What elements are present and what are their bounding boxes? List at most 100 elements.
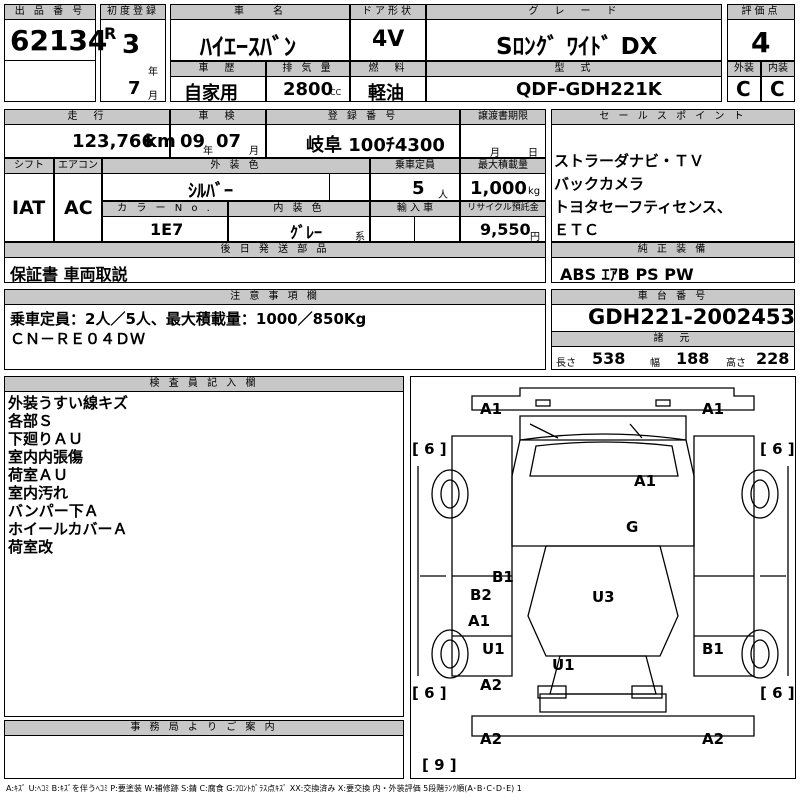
color-no: 1E7 <box>150 220 184 239</box>
damage-u1-left: U1 <box>482 640 505 658</box>
car-name-header: 車 名 <box>170 4 350 20</box>
capacity-unit: 人 <box>438 190 448 201</box>
int-color: ｸﾞﾚｰ <box>290 223 323 242</box>
capacity-cell <box>370 173 460 201</box>
color-no-cell <box>102 216 228 242</box>
tire-depth-spare: [ 9 ] <box>422 756 457 774</box>
sales-points-cell <box>551 124 795 242</box>
rear-bumper-shape <box>539 693 667 713</box>
exterior-header: 外装 <box>727 61 761 77</box>
lot-blank-cell <box>4 60 96 102</box>
car-name: ﾊｲｴｰｽﾊﾞﾝ <box>200 33 296 61</box>
ac-cell <box>54 173 102 242</box>
windshield-shape <box>529 441 679 477</box>
displacement-cell <box>266 76 350 102</box>
recycle-cell <box>460 216 546 242</box>
history-cell <box>170 76 266 102</box>
damage-a1-front-right: A1 <box>702 400 724 418</box>
exterior-grade: C <box>736 77 751 101</box>
car-damage-diagram: A1 A1 [ 6 ] [ 6 ] A1 G B1 B2 U3 A1 U1 B1… <box>412 387 795 774</box>
door-type: 4V <box>372 27 405 52</box>
inspection-header: 車 検 <box>170 109 266 125</box>
chassis-header: 車 台 番 号 <box>551 289 795 305</box>
notes-cell <box>4 304 546 370</box>
interior-grade: C <box>770 77 785 101</box>
damage-diagram-frame <box>410 376 796 779</box>
color-no-header: カ ラ ー N o . <box>102 201 228 217</box>
office-header: 事 務 局 よ り ご 案 内 <box>4 720 404 736</box>
ac-header: エアコン <box>54 158 102 174</box>
wheel-rl <box>431 629 469 679</box>
recycle-fee: 9,550 <box>480 220 531 239</box>
model: QDF-GDH221K <box>516 79 662 100</box>
ext-color-header: 外 装 色 <box>102 158 370 174</box>
history-header: 車 歴 <box>170 61 266 77</box>
kg-unit: kg <box>528 186 541 197</box>
ext-color: ｼﾙﾊﾞｰ <box>188 181 233 202</box>
later-parts-cell <box>4 257 546 283</box>
fuel-header: 燃 料 <box>350 61 426 77</box>
lot-number: 62134 <box>10 24 108 57</box>
shift-cell <box>4 173 54 242</box>
damage-u3: U3 <box>592 588 615 606</box>
reg-number: 岐阜 100ﾁ4300 <box>306 135 445 156</box>
displacement: 2800 <box>283 79 334 100</box>
inspection-cell <box>170 124 266 158</box>
outer-side-lines <box>417 466 789 676</box>
notes-header: 注 意 事 項 欄 <box>4 289 546 305</box>
displacement-header: 排 気 量 <box>266 61 350 77</box>
inspection-month: 07 <box>216 131 242 152</box>
damage-a1-roof: A1 <box>634 472 656 490</box>
wheel-fr-inner <box>750 479 770 509</box>
lot-number-header: 出 品 番 号 <box>4 4 96 20</box>
fuel: 軽油 <box>368 83 404 104</box>
length-label: 長さ <box>556 358 576 369</box>
inspection-year-unit: 年 <box>203 146 213 157</box>
later-parts: 保証書 車両取説 <box>10 265 128 284</box>
score-header: 評価点 <box>727 4 795 20</box>
wheel-rl-inner <box>440 639 460 669</box>
import-cell-b <box>414 216 460 242</box>
wheel-rr <box>741 629 779 679</box>
inspection-month-unit: 月 <box>249 146 259 157</box>
sales-points: ストラーダナビ・ＴＶ バックカメラ トヨタセーフティセンス、 ＥＴＣ <box>554 152 732 239</box>
int-color-cell <box>228 216 370 242</box>
rear-lamp-l <box>537 685 567 699</box>
inspector-cell <box>4 391 404 717</box>
mileage-header: 走 行 <box>4 109 170 125</box>
left-side-shape <box>451 435 513 677</box>
body-center-shape <box>527 545 679 657</box>
damage-b1-right: B1 <box>702 640 724 658</box>
inspector-header: 検 査 員 記 入 欄 <box>4 376 404 392</box>
interior-cell <box>761 76 795 102</box>
damage-a1-front-left: A1 <box>480 400 502 418</box>
fuel-cell <box>350 76 426 102</box>
score-cell <box>727 19 795 61</box>
grade-cell <box>426 19 722 61</box>
shift: IAT <box>12 197 46 219</box>
recycle-header: リサイクル預託金 <box>460 201 546 217</box>
wheel-fr <box>741 469 779 519</box>
damage-a2-left: A2 <box>480 676 502 694</box>
mileage: 123,766 <box>72 131 154 152</box>
dimensions-cell <box>551 346 795 370</box>
height-label: 高さ <box>726 358 746 369</box>
reg-month: 7 <box>128 78 141 99</box>
later-parts-header: 後 日 発 送 部 品 <box>4 242 546 258</box>
door-cell <box>350 19 426 61</box>
tire-depth-front-right: [ 6 ] <box>760 440 795 458</box>
grade-header: グ レ ー ド <box>426 4 722 20</box>
transfer-month-unit: 月 <box>490 148 500 159</box>
cc-unit: CC <box>330 88 342 97</box>
max-load: 1,000 <box>470 178 527 199</box>
interior-header: 内装 <box>761 61 795 77</box>
door-lines <box>452 575 754 637</box>
import-header: 輸 入 車 <box>370 201 460 217</box>
transfer-header: 譲渡書期限 <box>460 109 546 125</box>
first-registration-cell <box>100 19 166 102</box>
air-conditioner: AC <box>64 197 93 219</box>
score: 4 <box>751 26 771 59</box>
length: 538 <box>592 349 626 368</box>
width-label: 幅 <box>650 358 660 369</box>
